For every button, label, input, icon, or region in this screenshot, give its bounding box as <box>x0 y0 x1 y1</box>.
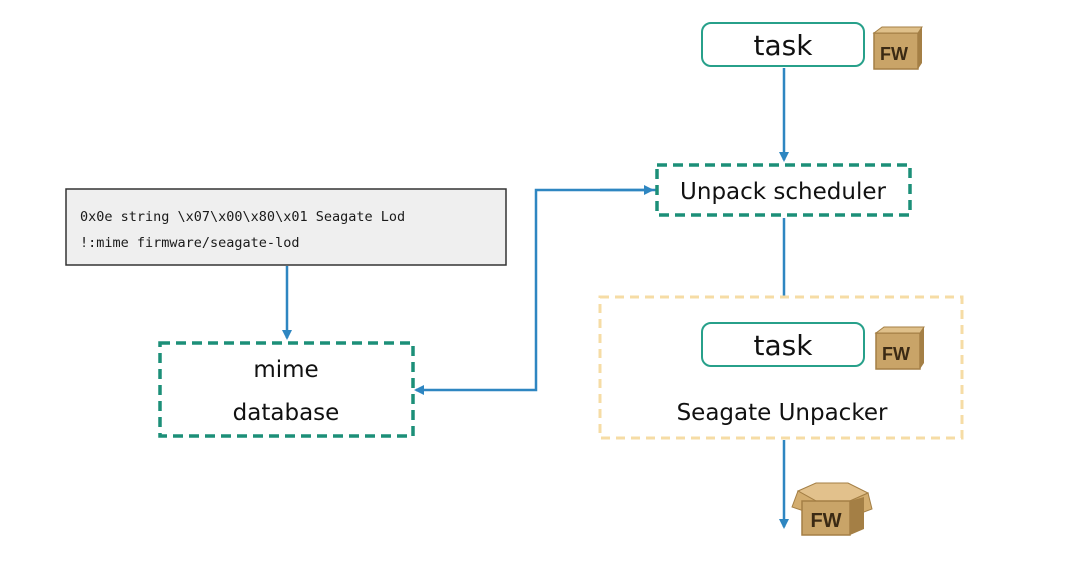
task-label: task <box>754 329 814 362</box>
fw-package-icon: FW <box>874 326 925 370</box>
task-box <box>701 22 865 67</box>
task-node-top: task FW <box>701 22 923 70</box>
magic-rule-line-2: !:mime firmware/seagate-lod <box>80 235 299 251</box>
mime-database-node: mime database <box>158 341 415 438</box>
scheduler-label: Unpack scheduler <box>680 179 886 205</box>
magic-rule-line-1: 0x0e string \x07\x00\x80\x01 Seagate Lod <box>80 209 405 225</box>
connectors <box>282 68 789 529</box>
fw-icon-text: FW <box>810 510 841 532</box>
seagate-unpacker-node: task FW Seagate Unpacker <box>598 295 964 440</box>
code-box <box>65 188 507 266</box>
fw-open-package-icon: FW <box>791 482 873 536</box>
fw-icon-text: FW <box>880 44 908 64</box>
mime-database-box <box>158 341 415 438</box>
scheduler-box <box>655 163 912 217</box>
mime-database-line-1: mime <box>253 357 318 383</box>
mime-database-line-2: database <box>233 400 340 426</box>
fw-icon-text: FW <box>882 344 910 364</box>
unpack-scheduler-node: Unpack scheduler <box>655 163 912 217</box>
magic-rule-box: 0x0e string \x07\x00\x80\x01 Seagate Lod… <box>65 188 507 266</box>
task-box <box>701 322 865 367</box>
arrow-scheduler-to-mime-db <box>414 188 656 395</box>
task-label: task <box>754 29 814 62</box>
unpacker-title: Seagate Unpacker <box>677 400 888 426</box>
fw-package-icon: FW <box>872 26 923 70</box>
